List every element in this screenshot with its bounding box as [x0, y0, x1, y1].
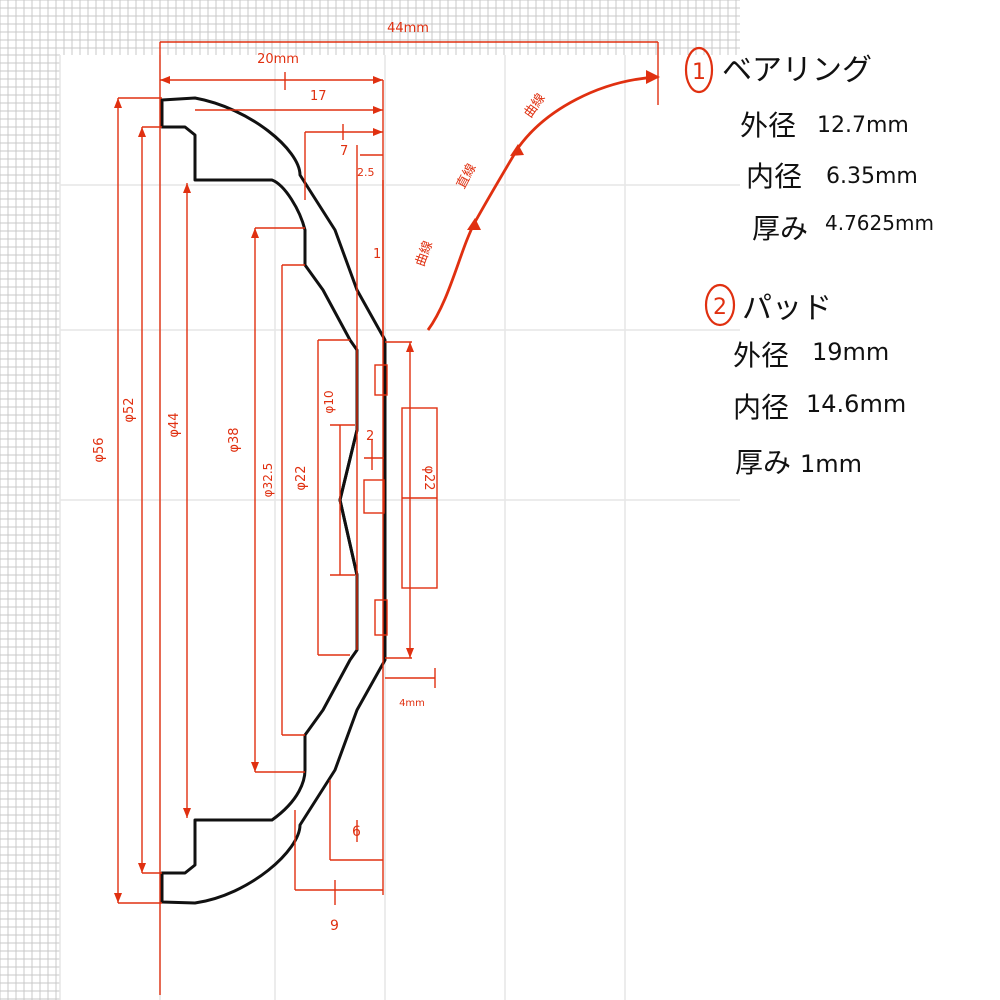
label-20mm: 20mm: [257, 52, 299, 67]
sweep-arrow-end: [646, 70, 660, 84]
label-curve-upper: 曲線: [521, 90, 549, 120]
coarse-grid-lines: [59, 55, 740, 1000]
left-grid-strip: [0, 0, 60, 1000]
label-1: 1: [373, 247, 381, 262]
note-pad-row2-value: 14.6mm: [806, 390, 906, 418]
label-phi44: φ44: [167, 412, 182, 437]
note-pad-number-circle: [704, 283, 736, 327]
note-bearing-title: ベアリング: [722, 53, 872, 88]
label-phi22-right: φ22: [421, 465, 436, 490]
grid-background: [0, 0, 740, 1000]
label-phi10: φ10: [322, 390, 336, 413]
note-bearing-row1-label: 外径: [740, 109, 796, 142]
label-phi22-left: φ22: [294, 465, 309, 490]
note-pad-row3-value: 1mm: [800, 450, 862, 478]
pad-box-lower: [374, 599, 388, 636]
note-pad-row1-label: 外径: [733, 339, 789, 372]
label-6: 6: [352, 824, 361, 840]
dimension-labels: 44mm 20mm 17 7 2.5 1 2 6 9 4mm φ56 φ52 φ…: [92, 21, 549, 934]
arrowheads: [114, 76, 414, 903]
pad-box-upper: [374, 364, 388, 396]
note-pad-number: 2: [713, 295, 727, 320]
label-curve-lower: 曲線: [412, 239, 436, 269]
label-2: 2: [366, 429, 374, 444]
small-box: [363, 479, 385, 514]
label-17: 17: [310, 89, 327, 104]
label-phi32-5: φ32.5: [261, 463, 275, 498]
note-pad-row1-value: 19mm: [812, 338, 889, 366]
note-bearing-row3-value: 4.7625mm: [825, 211, 934, 235]
label-phi52: φ52: [122, 397, 137, 422]
note-pad-row2-label: 内径: [733, 391, 789, 424]
note-bearing-row1-value: 12.7mm: [817, 113, 909, 138]
sweep-path: [426, 70, 660, 331]
note-bearing-number: 1: [692, 60, 706, 85]
label-7: 7: [340, 144, 348, 159]
note-bearing-number-circle: [684, 46, 714, 94]
label-2-5: 2.5: [357, 166, 375, 179]
sweep-arrow-1: [467, 218, 481, 230]
note-bearing-row2-value: 6.35mm: [826, 164, 918, 189]
inner-cone-line: [338, 429, 359, 576]
label-4mm: 4mm: [399, 698, 425, 709]
top-grid-strip: [0, 0, 740, 55]
note-bearing-row3-label: 厚み: [752, 212, 808, 245]
sweep-arrow-2: [510, 144, 524, 156]
label-44mm: 44mm: [387, 21, 429, 36]
label-phi38: φ38: [227, 427, 242, 452]
dimension-lines: [117, 41, 659, 995]
note-bearing: 1 ベアリング 外径 12.7mm 内径 6.35mm 厚み 4.7625mm: [684, 46, 934, 245]
label-phi56: φ56: [92, 437, 107, 462]
label-straight: 直線: [453, 161, 479, 191]
note-bearing-row2-label: 内径: [746, 160, 802, 193]
label-9: 9: [330, 918, 339, 934]
note-pad-title: パッド: [742, 291, 832, 326]
note-pad: 2 パッド 外径 19mm 内径 14.6mm 厚み 1mm: [704, 283, 906, 479]
note-pad-row3-label: 厚み: [735, 446, 791, 479]
